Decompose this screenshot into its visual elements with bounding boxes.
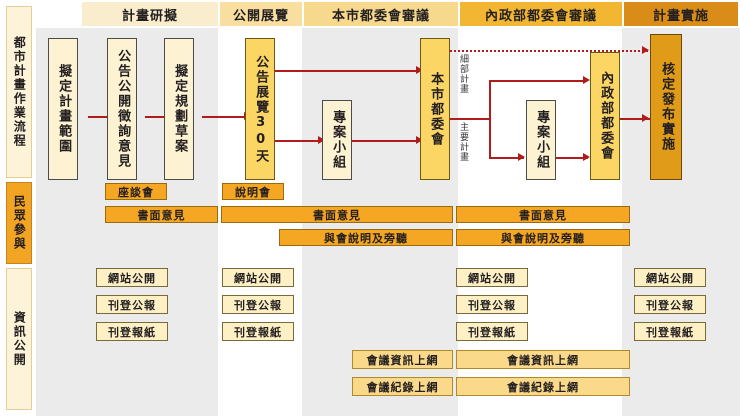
participation-written-opinion-1[interactable]: 書面意見 xyxy=(105,206,218,223)
process-box-project-team-city[interactable]: 專案小組 xyxy=(322,100,352,180)
disclosure-meeting-info-2[interactable]: 會議資訊上網 xyxy=(456,350,630,369)
arrowhead-project-team-1 xyxy=(318,136,325,144)
connector-exhibit-project-team xyxy=(274,140,324,142)
process-box-approve-publish-implement[interactable]: 核定發布實施 xyxy=(650,34,682,180)
connector-main-plan-riser xyxy=(489,80,491,158)
arrowhead-implementation-bottom xyxy=(642,114,649,122)
process-box-exhibition-30-days[interactable]: 公告展覽30天 xyxy=(245,38,275,180)
connector-exhibit-city-committee xyxy=(274,70,422,72)
branch-label-detail-plan: 細部計畫 xyxy=(458,54,468,94)
stage-header-moi-committee-review: 內政部都委會審議 xyxy=(460,2,622,26)
sidebar-section-urban-plan-process[interactable]: 都市計畫作業流程 xyxy=(6,6,32,178)
arrowhead-implementation-top xyxy=(642,46,649,54)
connector-step3-step4 xyxy=(202,116,246,118)
process-box-define-plan-scope[interactable]: 擬定計畫範圍 xyxy=(48,38,78,180)
participation-attend-explain-1[interactable]: 與會說明及旁聽 xyxy=(279,229,453,246)
participation-tag-briefing[interactable]: 說明會 xyxy=(222,183,284,200)
disclosure-g3-newspaper[interactable]: 刊登報紙 xyxy=(456,322,528,341)
connector-project-team2-moi xyxy=(556,157,588,159)
process-box-moi-urban-committee[interactable]: 內政部都委會 xyxy=(590,52,620,180)
arrowhead-city-committee-top xyxy=(416,66,423,74)
process-box-draft-plan[interactable]: 擬定規劃草案 xyxy=(164,38,194,180)
disclosure-g3-website[interactable]: 網站公開 xyxy=(456,268,528,287)
branch-label-main-plan: 主要計畫 xyxy=(458,122,468,162)
disclosure-g4-newspaper[interactable]: 刊登報紙 xyxy=(634,322,706,341)
connector-moi-implementation xyxy=(620,118,650,120)
process-box-public-notice-consultation[interactable]: 公告公開徵詢意見 xyxy=(107,38,137,180)
disclosure-g2-newspaper[interactable]: 刊登報紙 xyxy=(222,322,294,341)
connector-step2-step3 xyxy=(145,116,167,118)
arrowhead-moi-committee-bottom xyxy=(583,153,590,161)
connector-main-plan-out xyxy=(450,118,490,120)
participation-written-opinion-3[interactable]: 書面意見 xyxy=(456,206,630,223)
disclosure-meeting-record-1[interactable]: 會議紀錄上網 xyxy=(352,377,453,396)
stage-header-plan-drafting: 計畫研擬 xyxy=(82,2,218,26)
disclosure-g4-gazette[interactable]: 刊登公報 xyxy=(634,295,706,314)
stage-header-plan-implementation: 計畫實施 xyxy=(624,2,738,26)
disclosure-g2-gazette[interactable]: 刊登公報 xyxy=(222,295,294,314)
process-box-city-urban-committee[interactable]: 本市都委會 xyxy=(420,38,450,180)
sidebar-section-public-participation[interactable]: 民眾參與 xyxy=(6,182,32,264)
connector-detail-plan-dotted xyxy=(450,50,648,52)
disclosure-meeting-info-1[interactable]: 會議資訊上網 xyxy=(352,350,453,369)
sidebar-section-information-disclosure[interactable]: 資訊公開 xyxy=(6,268,32,410)
disclosure-g1-website[interactable]: 網站公開 xyxy=(96,268,168,287)
disclosure-g3-gazette[interactable]: 刊登公報 xyxy=(456,295,528,314)
disclosure-meeting-record-2[interactable]: 會議紀錄上網 xyxy=(456,377,630,396)
disclosure-g1-gazette[interactable]: 刊登公報 xyxy=(96,295,168,314)
arrowhead-project-team-2 xyxy=(518,153,525,161)
stage-header-public-exhibition: 公開展覽 xyxy=(220,2,302,26)
disclosure-g4-website[interactable]: 網站公開 xyxy=(634,268,706,287)
participation-written-opinion-2[interactable]: 書面意見 xyxy=(221,206,453,223)
disclosure-g2-website[interactable]: 網站公開 xyxy=(222,268,294,287)
connector-step1-step2 xyxy=(88,116,110,118)
connector-project-team-city-committee xyxy=(352,140,422,142)
process-box-project-team-moi[interactable]: 專案小組 xyxy=(526,100,556,180)
disclosure-g1-newspaper[interactable]: 刊登報紙 xyxy=(96,322,168,341)
arrowhead-moi-committee-top xyxy=(583,76,590,84)
connector-main-plan-to-project-team2 xyxy=(489,157,524,159)
participation-tag-forum[interactable]: 座談會 xyxy=(105,183,167,200)
stage-header-city-committee-review: 本市都委會審議 xyxy=(304,2,458,26)
arrowhead-city-committee-bottom xyxy=(416,136,423,144)
participation-attend-explain-2[interactable]: 與會說明及旁聽 xyxy=(456,229,630,246)
connector-main-plan-to-moi xyxy=(489,80,587,82)
